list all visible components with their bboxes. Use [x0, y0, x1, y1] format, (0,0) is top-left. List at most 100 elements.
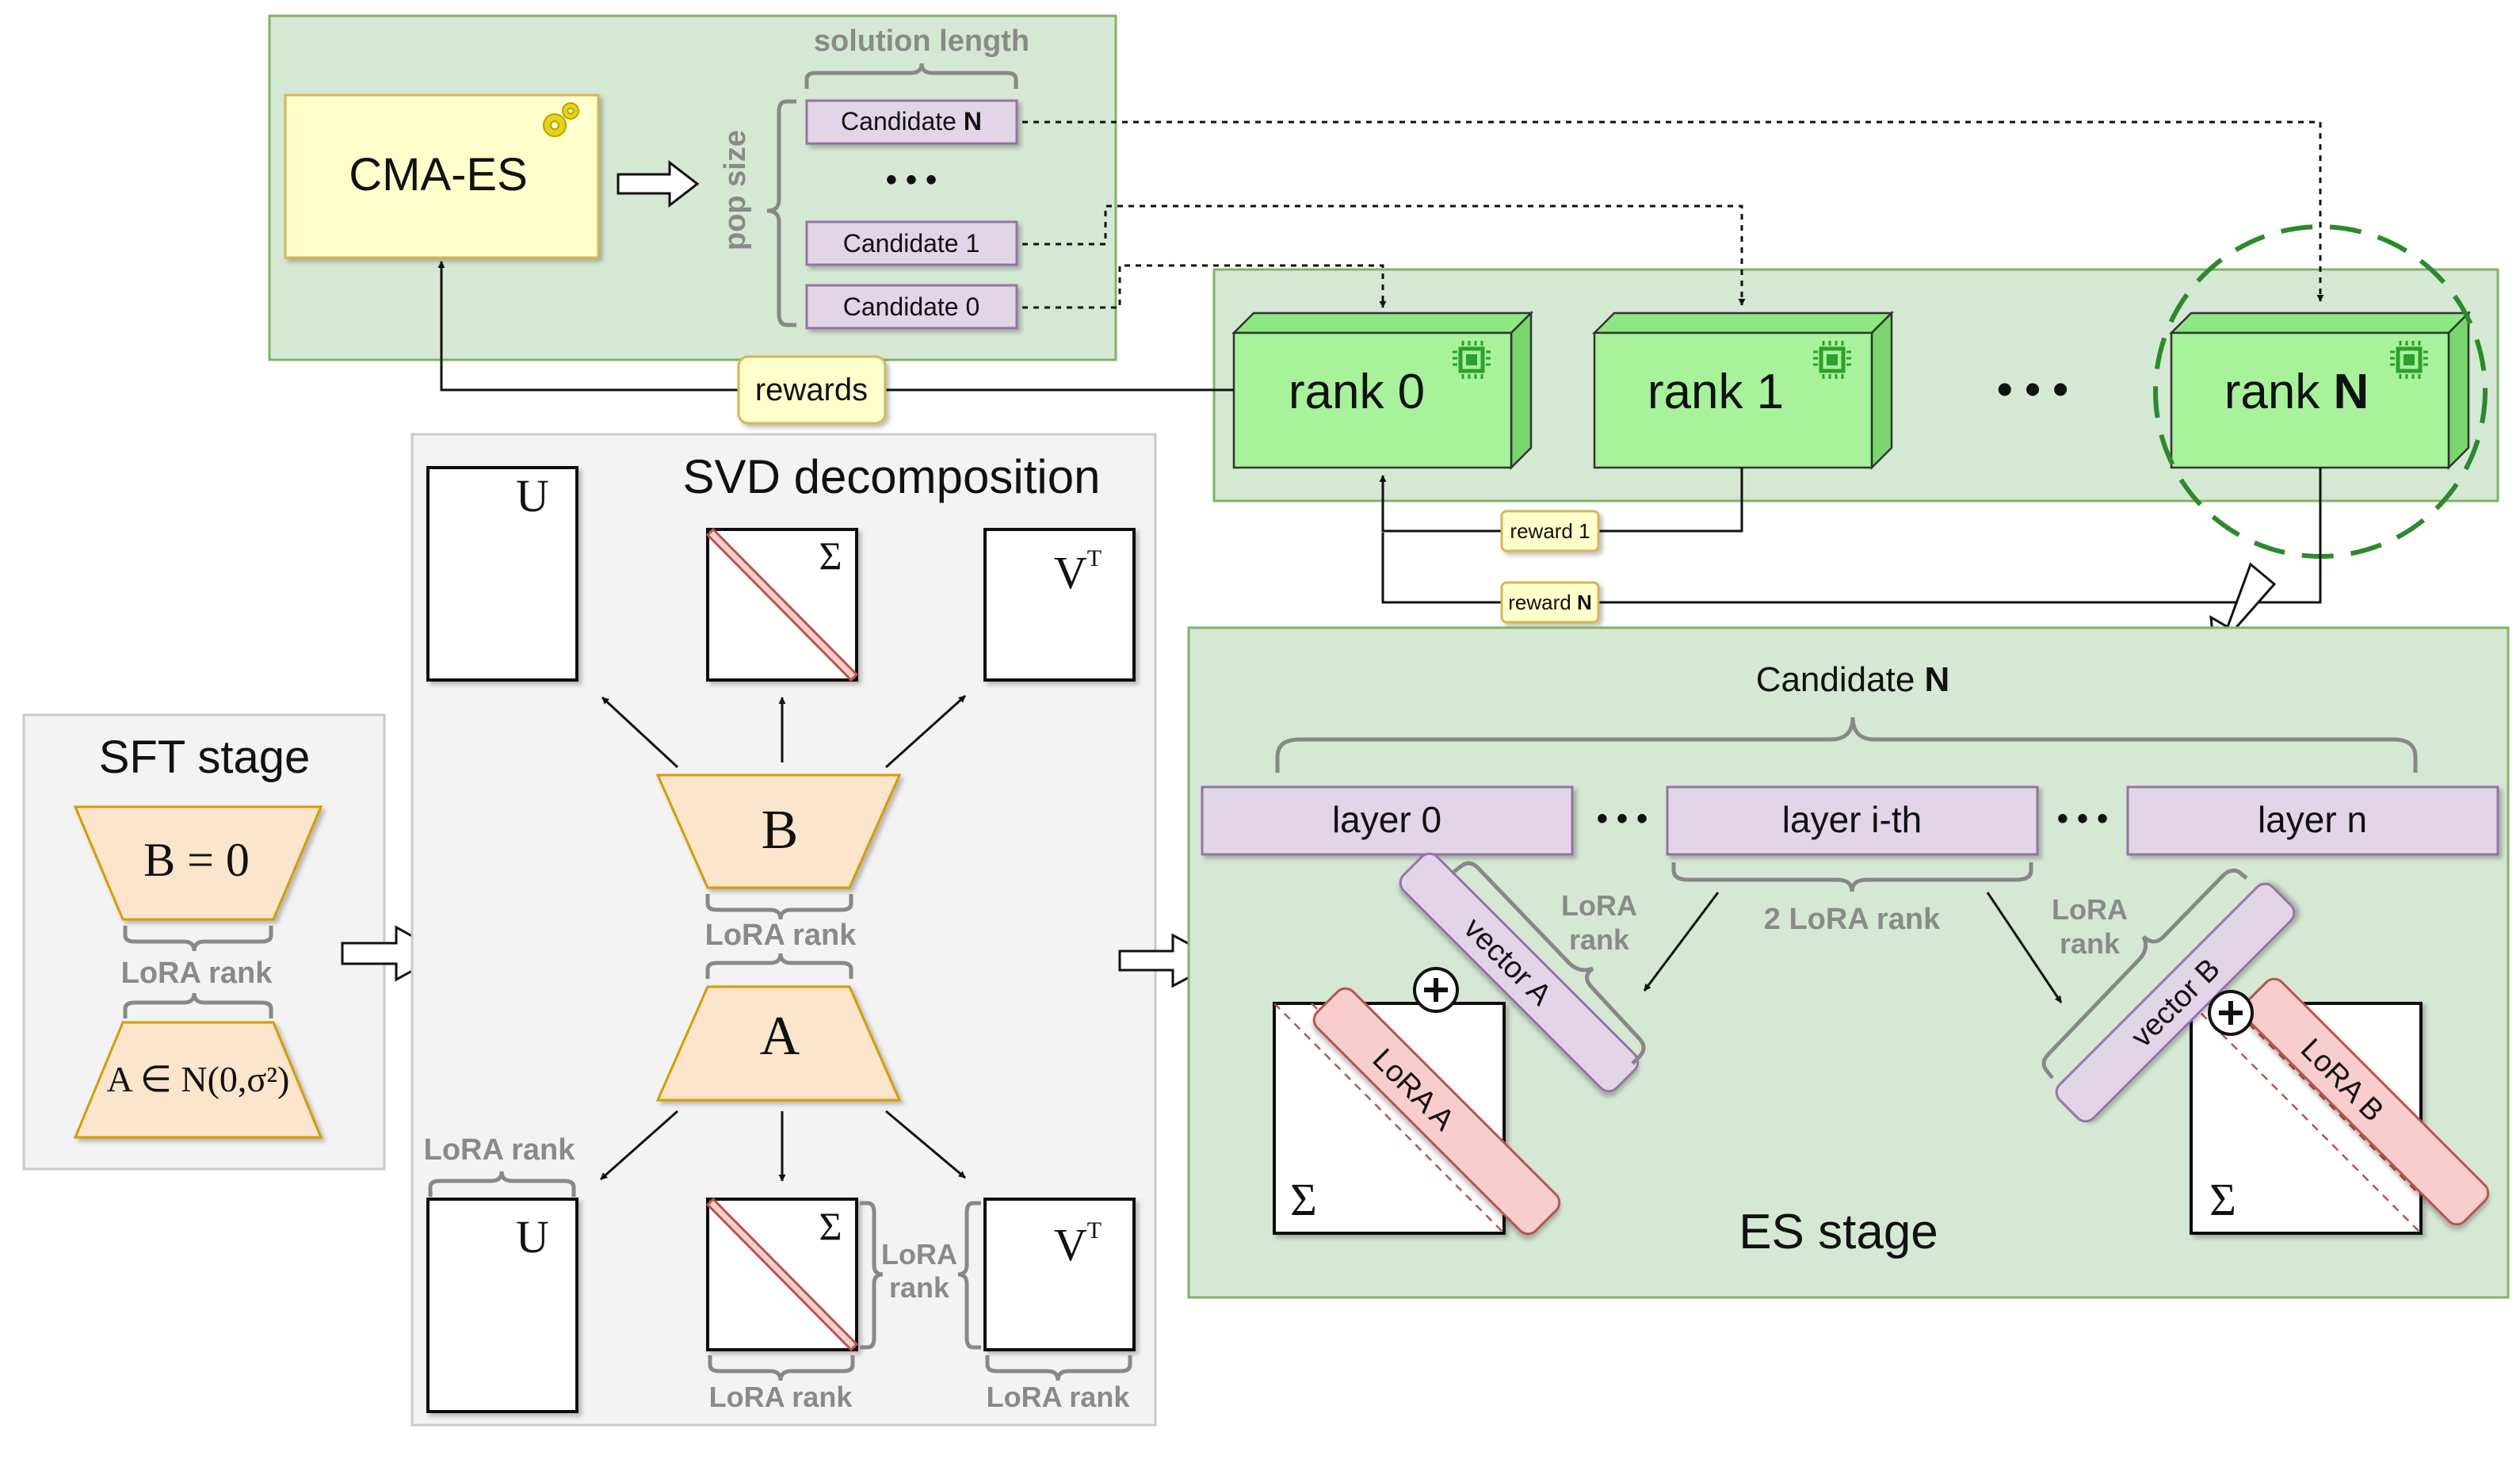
svd-lora-rank-sigma-top: LoRA — [881, 1238, 957, 1270]
reward-n-label: reward N — [1508, 590, 1591, 614]
svd-b-label: B — [762, 800, 799, 861]
rank-1-label: rank 1 — [1648, 365, 1784, 419]
layer-n-label: layer n — [2258, 799, 2367, 840]
sft-b-label: B = 0 — [143, 834, 250, 886]
candidate-1-box — [805, 220, 1018, 266]
svd-vt-matrix-bottom — [983, 1198, 1136, 1351]
svd-lora-rank-middle: LoRA rank — [705, 919, 857, 952]
rank-n-box: rank N — [2168, 310, 2472, 471]
svd-brace-sigma-right — [860, 1201, 884, 1350]
sft-brace-bottom — [123, 992, 273, 1018]
sft-lora-rank-label: LoRA rank — [121, 957, 273, 990]
es-candidate-brace — [1275, 716, 2418, 773]
es-panel: Candidate N layer 0 • • • layer i-th • •… — [1187, 626, 2510, 1299]
vector-a-lora-top: LoRA — [1561, 889, 1637, 922]
solution-length-brace — [804, 63, 1018, 89]
svd-vt-label-bottom: VT — [1054, 1217, 1102, 1270]
svd-vt-label-top: VT — [1054, 545, 1102, 598]
two-lora-rank-brace — [1671, 862, 2033, 892]
candidate-connectors — [1022, 120, 2324, 309]
layer-0-label: layer 0 — [1332, 799, 1441, 840]
layer-0-box — [1201, 785, 1574, 856]
vector-b-lora-bottom: rank — [2060, 927, 2121, 960]
svd-sigma-label-bottom: Σ — [819, 1204, 842, 1248]
svd-a-label: A — [760, 1006, 800, 1067]
svd-u-label-top: U — [516, 470, 549, 522]
solution-length-label: solution length — [814, 25, 1029, 58]
layer-n-box — [2126, 785, 2499, 856]
candidate-n-box — [805, 99, 1018, 145]
svd-u-matrix-top — [426, 466, 578, 682]
es-sigma-label-b: Σ — [2209, 1174, 2236, 1225]
sft-panel: SFT stage B = 0 LoRA rank A ∈ N(0,σ²) — [22, 713, 386, 1171]
lora-b-bar: LoRA B — [2241, 977, 2490, 1226]
pop-size-brace — [766, 99, 796, 327]
svd-panel: SVD decomposition U Σ VT B LoRA rank A L… — [410, 433, 1157, 1427]
sft-brace-top — [123, 926, 273, 952]
rank-0-box: rank 0 — [1231, 310, 1534, 471]
rank-0-label: rank 0 — [1289, 365, 1425, 419]
rewards-label: rewards — [755, 373, 868, 407]
sft-a-trapezoid — [73, 1021, 323, 1139]
rank-ellipsis: • • • — [1997, 364, 2068, 414]
svd-b-trapezoid — [655, 774, 902, 889]
svd-u-matrix-bottom — [426, 1198, 578, 1413]
vector-a-brace — [1450, 861, 1646, 1065]
svd-a-trapezoid — [655, 985, 902, 1102]
reward-n-badge — [1500, 581, 1600, 624]
candidate-1-label: Candidate 1 — [843, 229, 980, 258]
pop-size-label: pop size — [719, 130, 752, 250]
cmaes-title: CMA-ES — [349, 149, 528, 201]
reward-1-badge — [1500, 510, 1600, 552]
sft-a-label: A ∈ N(0,σ²) — [107, 1059, 290, 1099]
svd-brace-a — [705, 953, 853, 979]
es-sigma-label-a: Σ — [1290, 1174, 1317, 1225]
svd-brace-vt-left — [957, 1201, 981, 1350]
svd-brace-b — [705, 894, 853, 920]
layer-i-label: layer i-th — [1782, 799, 1922, 840]
es-candidate-label: Candidate N — [1756, 660, 1950, 699]
layer-i-box — [1666, 785, 2039, 856]
plus-icon — [2208, 990, 2254, 1036]
svd-vt-matrix-top — [983, 528, 1136, 682]
chip-icon — [2390, 341, 2428, 379]
chip-icon — [1453, 341, 1491, 379]
svd-lora-rank-sigma-bottom: rank — [889, 1271, 950, 1304]
two-lora-rank-label: 2 LoRA rank — [1764, 903, 1941, 936]
candidate-0-label: Candidate 0 — [843, 292, 980, 321]
layer-ellipsis-right: • • • — [2057, 801, 2108, 836]
svd-lora-rank-vt: LoRA rank — [987, 1381, 1131, 1413]
layer-ellipsis-left: • • • — [1597, 801, 1648, 836]
vector-b-lora-top: LoRA — [2052, 893, 2128, 926]
svd-sigma-diagonal-top — [705, 527, 859, 682]
workers-panel: rank 0 rank 1 • • • rank N — [1212, 224, 2499, 559]
rewards-badge — [737, 355, 887, 425]
svd-lora-rank-sigma: LoRA rank — [709, 1381, 853, 1413]
sft-b-trapezoid — [73, 805, 323, 921]
candidate-n-label: Candidate N — [841, 107, 982, 136]
rank-1-box: rank 1 — [1591, 310, 1895, 471]
reward-1-label: reward 1 — [1510, 519, 1590, 543]
vector-a-lora-bottom: rank — [1569, 923, 1630, 956]
svd-sigma-diagonal-bottom — [705, 1197, 859, 1352]
cmaes-panel: CMA-ES solution length pop size Candidat… — [268, 14, 1117, 361]
flow-arrow-icon — [617, 159, 700, 208]
es-title: ES stage — [1739, 1205, 1938, 1259]
svd-brace-sigma-bottom — [708, 1355, 855, 1381]
candidate-ellipsis: • • • — [886, 162, 937, 197]
reward-feedback: reward 1 reward N — [1379, 468, 2322, 659]
sft-title: SFT stage — [99, 732, 311, 783]
gear-icon — [543, 102, 579, 137]
rewards-connector: rewards — [437, 261, 1234, 425]
svd-u-label-bottom: U — [516, 1211, 549, 1263]
svd-brace-vt-bottom — [985, 1355, 1132, 1381]
plus-icon — [1413, 967, 1459, 1013]
svd-brace-u — [428, 1171, 576, 1197]
svd-lora-rank-u: LoRA rank — [424, 1133, 576, 1167]
svd-title: SVD decomposition — [683, 450, 1101, 503]
vector-b-brace — [2041, 868, 2248, 1079]
candidate-0-box — [805, 284, 1018, 330]
chip-icon — [1813, 341, 1851, 379]
svd-sigma-label-top: Σ — [819, 533, 842, 578]
